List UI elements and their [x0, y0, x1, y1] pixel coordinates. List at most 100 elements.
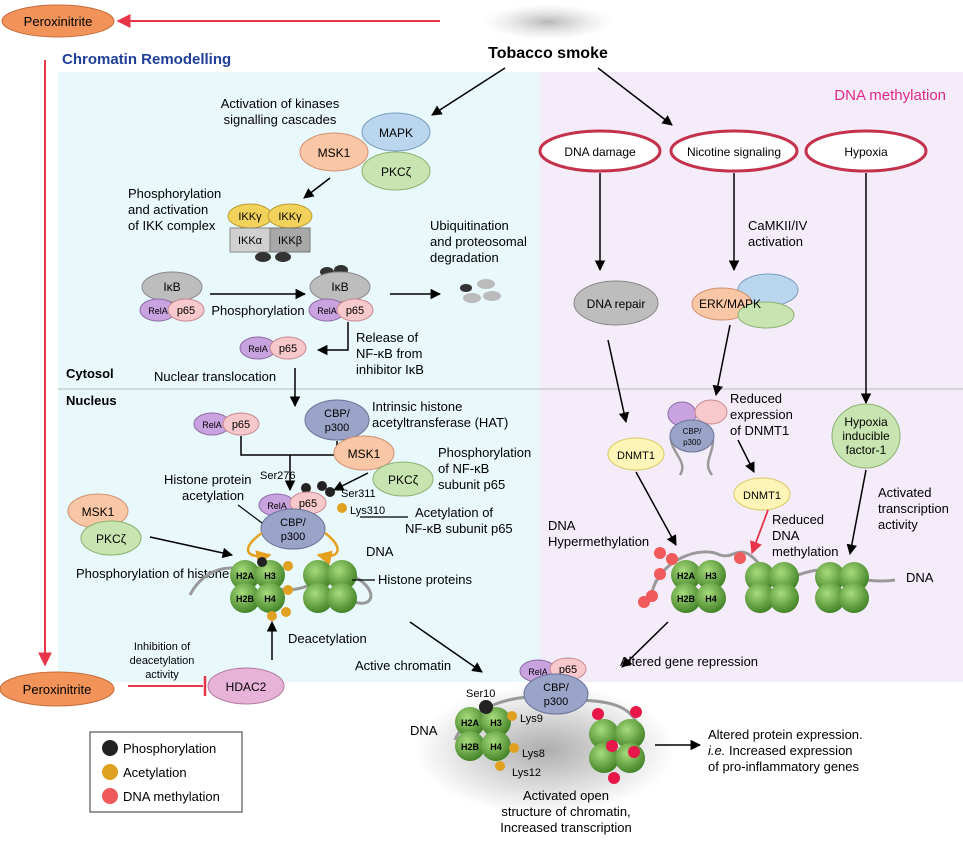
svg-text:p300: p300: [544, 696, 568, 708]
svg-text:IKKβ: IKKβ: [278, 235, 302, 247]
cbp-p300-node: CBP/ p300: [304, 399, 370, 441]
hdac2-node: HDAC2: [207, 667, 285, 705]
svg-text:CBP/: CBP/: [543, 682, 570, 694]
degradation-fragments: [460, 279, 501, 303]
svg-text:p65: p65: [346, 305, 364, 317]
inhibition-line1: Inhibition of: [134, 641, 191, 653]
dnmt1-reduced-arrow: [737, 439, 755, 473]
smoke-cloud: [483, 4, 613, 40]
ser10-label: Ser10: [466, 688, 495, 700]
reduced-expr-line1: Reduced: [730, 391, 782, 406]
svg-text:ERK/MAPK: ERK/MAPK: [699, 297, 761, 311]
phos-ikk-line3: of IKK complex: [128, 218, 216, 233]
svg-text:RelA: RelA: [528, 667, 548, 677]
svg-text:HDAC2: HDAC2: [226, 680, 267, 694]
nicotine-node: Nicotine signaling: [669, 129, 799, 173]
msk1-pkc-nucleus: MSK1 PKCζ: [333, 435, 434, 497]
reduced-expr-line2: expression: [730, 407, 793, 422]
activation-kinases-line2: signalling cascades: [224, 112, 337, 127]
activation-kinases-line1: Activation of kinases: [221, 96, 340, 111]
p65-cbp-assembly: RelA p65 CBP/ p300: [246, 481, 347, 566]
svg-text:CBP/: CBP/: [683, 427, 702, 436]
ubiquitination-line2: and proteosomal: [430, 234, 527, 249]
altered-repression-arrow: [621, 621, 669, 668]
legend-acetylation-label: Acetylation: [123, 765, 187, 780]
camkii-line2: activation: [748, 234, 803, 249]
ikb-complex-left: IκB RelA p65: [139, 271, 205, 322]
dnmt1-node-1: DNMT1: [607, 437, 665, 471]
acetylation-p65-line1: Acetylation of: [415, 505, 493, 520]
legend: Phosphorylation Acetylation DNA methylat…: [89, 731, 243, 813]
legend-acetylation-dot: [102, 764, 118, 780]
phos-nfkb-line1: Phosphorylation: [438, 445, 531, 460]
nfkb-nucleus: RelA p65: [193, 412, 260, 436]
svg-text:RelA: RelA: [248, 344, 268, 354]
svg-text:MSK1: MSK1: [318, 146, 351, 160]
open-structure-line3: Increased transcription: [500, 820, 632, 835]
legend-phosphorylation-dot: [102, 740, 118, 756]
intrinsic-hat-line1: Intrinsic histone: [372, 399, 462, 414]
phos-ikk-line2: and activation: [128, 202, 208, 217]
svg-text:DNMT1: DNMT1: [743, 490, 781, 502]
peroxynitrite-top: Peroxinitrite: [1, 4, 115, 38]
nucleosome-left: H2A H3 H2B H4: [188, 557, 373, 621]
reduced-expr-line3: of DNMT1: [730, 423, 789, 438]
svg-text:PKCζ: PKCζ: [96, 532, 127, 546]
svg-text:MSK1: MSK1: [82, 505, 115, 519]
svg-text:DNA repair: DNA repair: [587, 297, 646, 311]
svg-text:p300: p300: [281, 531, 305, 543]
ser311-label: Ser311: [341, 488, 376, 500]
smoke-to-methylation-arrow: [597, 67, 673, 126]
histone-acetylation-line2: acetylation: [182, 488, 244, 503]
svg-text:factor-1: factor-1: [846, 443, 887, 457]
camkii-line1: CaMKII/IV: [748, 218, 808, 233]
kinases-to-histone-arrow: [149, 536, 234, 559]
svg-text:Hypoxia: Hypoxia: [844, 145, 888, 159]
erk-arrow: [712, 324, 731, 397]
dna-repair-arrow: [607, 339, 630, 424]
smoke-to-kinases-arrow: [431, 67, 506, 116]
svg-text:Hypoxia: Hypoxia: [844, 415, 888, 429]
svg-text:RelA: RelA: [148, 306, 168, 316]
svg-text:H2B: H2B: [461, 742, 480, 752]
acetylation-p65-line2: NF-κB subunit p65: [405, 521, 513, 536]
release-line1: Release of: [356, 330, 419, 345]
inhibition-line2: deacetylation: [130, 655, 195, 667]
svg-text:DNA damage: DNA damage: [564, 145, 636, 159]
ser276-label: Ser276: [260, 470, 295, 482]
svg-text:H3: H3: [264, 571, 276, 581]
chromatin-remodelling-title: Chromatin Remodelling: [62, 51, 231, 68]
svg-text:RelA: RelA: [202, 420, 222, 430]
altered-repression-label: Altered gene repression: [620, 654, 758, 669]
nfkb-free: RelA p65: [239, 336, 307, 360]
inhibition-line3: activity: [145, 669, 179, 681]
svg-text:RelA: RelA: [267, 501, 287, 511]
active-chromatin-structure: RelA p65 CBP/ p300 H2A H3 H2B H4: [453, 657, 645, 784]
dna-label-bottom: DNA: [410, 723, 438, 738]
chromatin-panel: [58, 72, 540, 682]
release-line3: inhibitor IκB: [356, 362, 424, 377]
active-chromatin-label: Active chromatin: [355, 658, 451, 673]
svg-text:p65: p65: [559, 664, 577, 676]
ikk-complex: IKKγ IKKγ IKKα IKKβ: [227, 203, 313, 262]
svg-text:PKCζ: PKCζ: [381, 165, 412, 179]
dna-methylation-title: DNA methylation: [834, 87, 946, 104]
svg-text:Peroxinitrite: Peroxinitrite: [24, 14, 93, 29]
histone-proteins-label: Histone proteins: [378, 572, 472, 587]
svg-text:p65: p65: [232, 419, 250, 431]
svg-text:H3: H3: [490, 718, 502, 728]
svg-text:H2B: H2B: [677, 594, 696, 604]
acetylation-pointer: [237, 504, 263, 524]
lys12-label: Lys12: [512, 767, 541, 779]
dna-repair-node: DNA repair: [573, 280, 659, 326]
reduced-meth-line1: Reduced: [772, 512, 824, 527]
ikb-complex-right: IκB RelA p65: [308, 265, 374, 322]
lys8-label: Lys8: [522, 748, 545, 760]
kinases-to-ikk-arrow: [303, 177, 331, 199]
altered-protein-line3: of pro-inflammatory genes: [708, 759, 860, 774]
svg-text:IKKγ: IKKγ: [278, 211, 302, 223]
dna-hyper-line2: Hypermethylation: [548, 534, 649, 549]
cbp-small-complex: CBP/ p300: [667, 399, 728, 476]
